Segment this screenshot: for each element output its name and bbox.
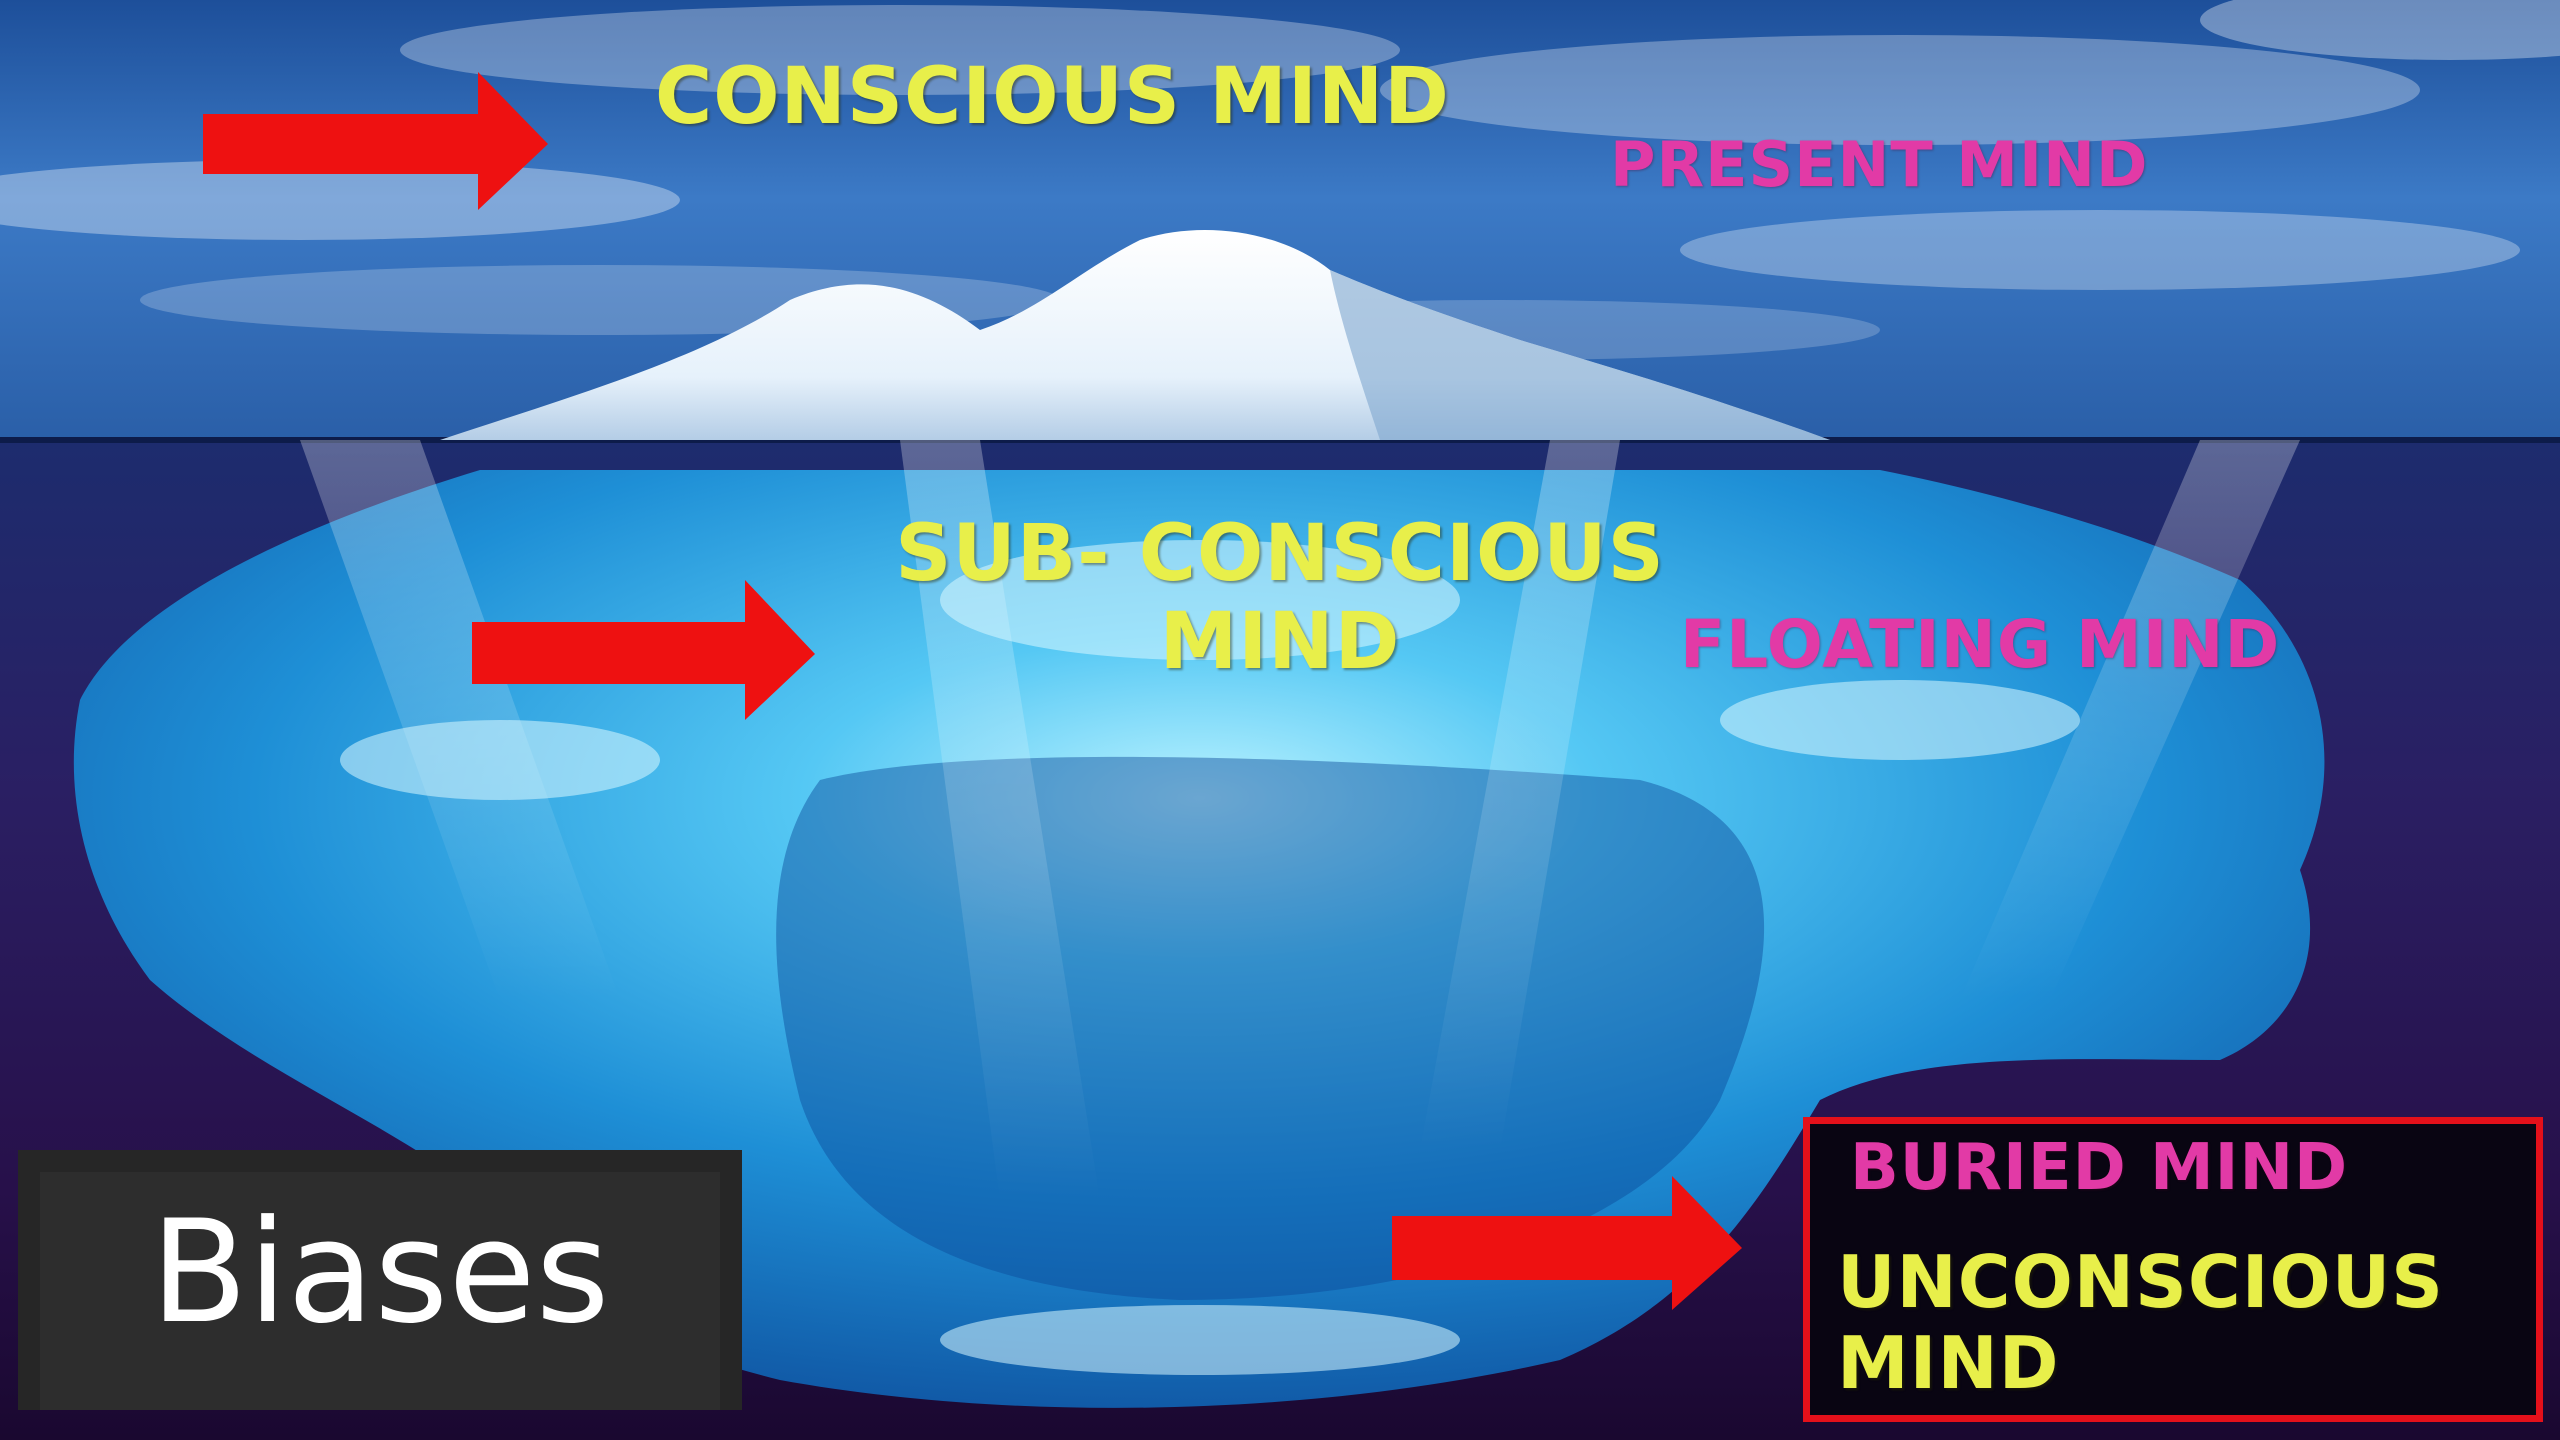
buried-mind-label: BURIED MIND (1850, 1131, 2349, 1205)
arrow-unconscious (1392, 1176, 1742, 1310)
caption-biases: Biases (150, 1190, 610, 1355)
iceberg-tip-shade (1330, 270, 1830, 440)
arrow-subconscious (472, 580, 815, 720)
arrow-conscious (203, 72, 548, 210)
conscious-mind-title: CONSCIOUS MIND (655, 52, 1450, 142)
present-mind-label: PRESENT MIND (1610, 128, 2149, 201)
unconscious-highlight-box: BURIED MIND UNCONSCIOUS MIND (1803, 1117, 2543, 1422)
ice-highlights (340, 540, 2080, 1375)
subconscious-mind-title: SUB- CONSCIOUS MIND (895, 509, 1665, 688)
unconscious-mind-title: UNCONSCIOUS MIND (1837, 1240, 2445, 1406)
floating-mind-label: FLOATING MIND (1680, 606, 2281, 683)
caption-box: Biases (18, 1150, 742, 1410)
light-rays (300, 440, 2300, 1200)
